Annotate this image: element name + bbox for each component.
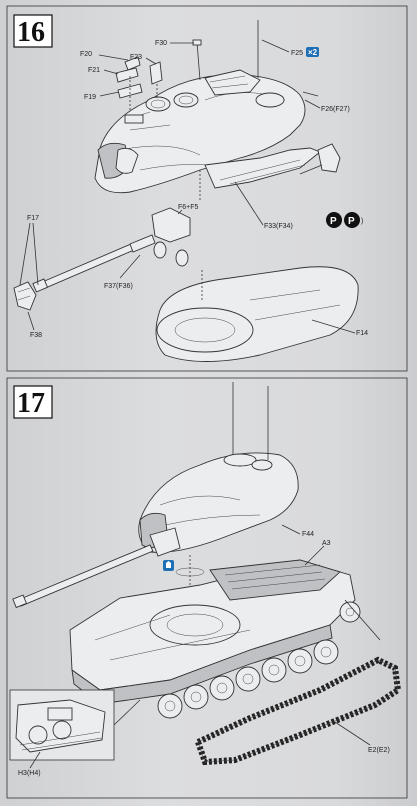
callout-f25-qty: ×2 (308, 48, 318, 57)
part-f20 (124, 56, 141, 71)
callout-f33: F33(F34) (264, 223, 293, 230)
callout-a3: A3 (322, 540, 331, 547)
step-16-box (13, 14, 53, 48)
callout-f6f5: F6+F5 (178, 204, 199, 211)
photo-etch-label-2: P (348, 216, 355, 227)
muzzle-brake-f38 (13, 281, 37, 311)
part-f19 (117, 83, 143, 99)
gun-barrel-f37 (32, 234, 156, 293)
callout-f38: F38 (30, 332, 42, 339)
track-link-run-e2 (194, 656, 402, 766)
callout-f20: F20 (80, 51, 92, 58)
turret-assembly (94, 69, 306, 194)
assembled-turret (138, 452, 299, 557)
callout-f19: F19 (84, 94, 96, 101)
callout-f26: F26(F27) (321, 106, 350, 113)
mantlet-f6-f5 (151, 207, 191, 243)
step-17-number: 17 (17, 388, 45, 419)
road-wheels (157, 601, 361, 719)
step-16-number: 16 (17, 17, 45, 48)
qty-badge (306, 47, 319, 57)
hull-assembly (69, 559, 356, 705)
part-f23 (149, 61, 163, 85)
inset-suspension-detail (15, 699, 106, 753)
callout-f37: F37(F36) (104, 283, 133, 290)
callout-h3: H3(H4) (18, 770, 41, 777)
turret-ring-plate-f14 (155, 266, 359, 362)
bracket-f26 (317, 143, 341, 173)
callout-f23: F23 (130, 54, 142, 61)
callout-f14: F14 (356, 330, 368, 337)
photo-etch-label-1: P (330, 216, 337, 227)
callout-f17: F17 (27, 215, 39, 222)
callout-f30: F30 (155, 40, 167, 47)
callout-f44: F44 (302, 531, 314, 538)
photo-etch-icon (344, 212, 360, 228)
callout-e2: E2(E2) (368, 747, 390, 754)
part-f21 (115, 67, 139, 83)
callout-f25: F25 (291, 50, 303, 57)
photo-etch-icon (326, 212, 342, 228)
step-16-frame (6, 5, 408, 372)
step-17-frame (6, 377, 408, 799)
svg-text:): ) (361, 218, 363, 225)
callout-f21: F21 (88, 67, 100, 74)
step-17-box (13, 385, 53, 419)
glue-bottle-icon (166, 561, 171, 568)
